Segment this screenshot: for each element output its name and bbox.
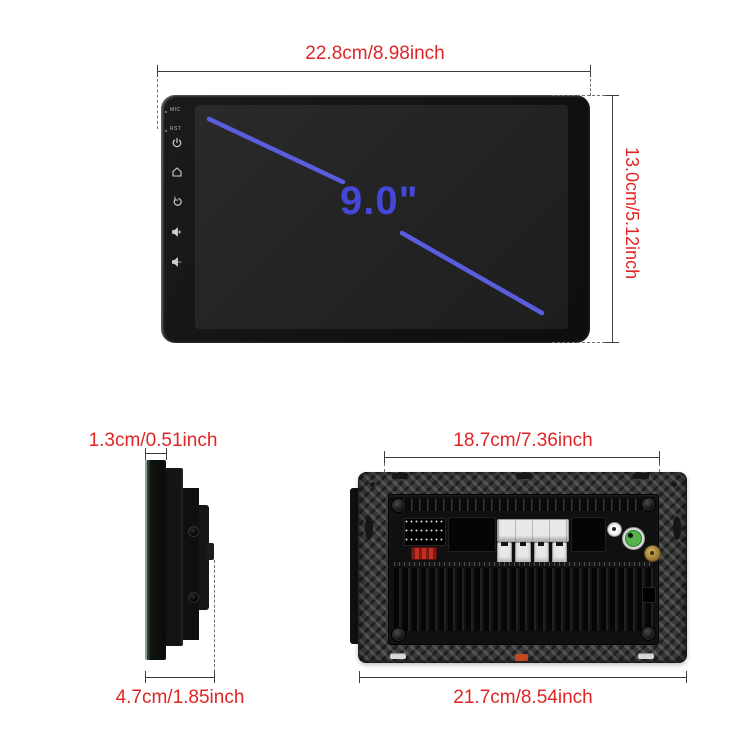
silkscreen-label-row: [394, 562, 653, 566]
side-thickness-dimension-line: [146, 453, 167, 454]
iso-connector-block: [497, 519, 569, 542]
side-thickness-label: 1.3cm/0.51inch: [88, 430, 218, 451]
mic-hole-icon: [165, 111, 167, 113]
frame-slot: [638, 653, 654, 659]
side-chassis-step: [166, 468, 183, 646]
wire-harness-connectors: [497, 542, 567, 563]
chassis-screw-icon: [641, 497, 656, 512]
back-mount-tick-left: [384, 451, 385, 463]
front-height-extension-top: [552, 95, 605, 96]
chassis-screw-icon: [391, 498, 406, 513]
back-mount-tick-right: [659, 451, 660, 463]
back-mount-extension-left: [384, 463, 385, 472]
diagonal-measure-line: [206, 116, 545, 316]
side-thickness-tick-left: [145, 448, 146, 460]
harness-plug: [497, 542, 513, 563]
frame-screw-hole-icon: [370, 482, 375, 487]
front-extension-line-right: [590, 79, 591, 96]
frame-slot: [516, 473, 532, 479]
home-icon: [171, 166, 183, 178]
chassis-screw-icon: [391, 627, 406, 642]
chassis-screw-icon: [641, 626, 656, 641]
side-depth-tick-right: [214, 671, 215, 683]
back-overall-tick-left: [359, 671, 360, 683]
front-width-tick-left: [157, 65, 158, 77]
frame-slot: [390, 653, 406, 659]
harness-plug: [533, 542, 549, 563]
power-icon: [171, 137, 183, 149]
release-clip: [515, 654, 528, 661]
harness-plug: [515, 542, 531, 563]
rst-hole-icon: [165, 130, 167, 132]
vent-fins: [395, 499, 652, 511]
back-overall-dimension-line: [360, 677, 687, 678]
back-overall-width-label: 21.7cm/8.54inch: [453, 687, 593, 708]
front-height-tick-top: [605, 95, 619, 96]
side-screw-hole-icon: [188, 592, 199, 603]
side-depth-dimension-line: [146, 677, 215, 678]
rst-label: RST: [170, 126, 182, 132]
side-bracket-tab: [207, 543, 214, 560]
side-mount-bracket: [199, 505, 209, 610]
connector-bay: [571, 517, 606, 552]
frame-slot: [392, 473, 408, 479]
side-screw-hole-icon: [188, 526, 199, 537]
frame-vent-hole: [673, 516, 681, 540]
back-mount-extension-right: [659, 463, 660, 472]
aux-port: [642, 587, 656, 603]
rca-jack-icon: [622, 527, 645, 550]
pin-header-connector: [404, 518, 446, 546]
back-mount-dimension-line: [385, 457, 660, 458]
front-width-dimension-line: [158, 71, 591, 72]
mic-label: MIC: [170, 107, 181, 113]
side-depth-tick-left: [145, 671, 146, 683]
heatsink-fins: [394, 568, 653, 631]
antenna-jack-icon: [607, 522, 622, 537]
back-chassis: [388, 494, 661, 645]
head-unit-front-view: MIC RST 9.0": [161, 95, 590, 343]
front-height-dimension-line: [612, 95, 613, 343]
side-chassis-body: [183, 488, 199, 640]
back-mount-width-label: 18.7cm/7.36inch: [453, 430, 593, 451]
frame-screw-hole-icon: [672, 482, 677, 487]
gps-antenna-connector-icon: [644, 545, 661, 562]
red-connector: [411, 547, 437, 560]
back-overall-tick-right: [686, 671, 687, 683]
front-width-label: 22.8cm/8.98inch: [305, 43, 445, 64]
harness-plug: [551, 542, 567, 563]
touchscreen: 9.0": [195, 105, 568, 329]
screen-size-label: 9.0": [340, 179, 419, 223]
front-extension-line-left: [157, 79, 158, 129]
front-width-tick-right: [590, 65, 591, 77]
connector-bay: [448, 517, 496, 552]
side-screen-slab: [145, 460, 166, 660]
frame-slot: [633, 473, 649, 479]
side-thickness-tick-right: [166, 448, 167, 460]
front-height-extension-bottom: [552, 342, 605, 343]
front-height-tick-bottom: [605, 342, 619, 343]
volume-down-icon: [171, 256, 183, 268]
volume-up-icon: [171, 226, 183, 238]
return-icon: [171, 196, 183, 208]
side-depth-extension-line: [214, 560, 215, 677]
side-depth-label: 4.7cm/1.85inch: [115, 687, 245, 708]
frame-vent-hole: [365, 516, 373, 540]
front-height-label: 13.0cm/5.12inch: [622, 147, 642, 280]
